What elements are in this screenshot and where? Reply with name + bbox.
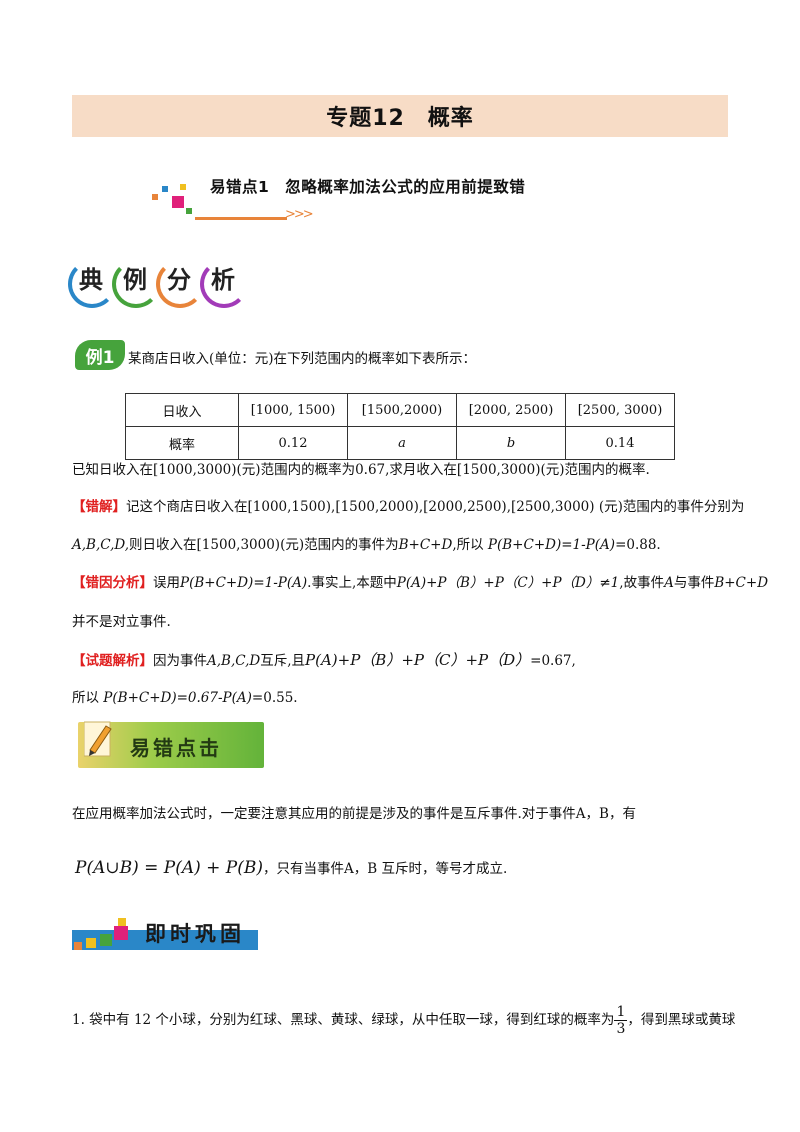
error-analysis-label: 【错因分析】 bbox=[72, 575, 153, 591]
table-row: 日收入 [1000, 1500) [1500,2000) [2000, 2500… bbox=[125, 393, 675, 427]
tip-formula-row: P(A∪B) = P(A) + P(B)，只有当事件A，B 互斥时，等号才成立. bbox=[75, 858, 507, 879]
table-cell: [1000, 1500) bbox=[238, 393, 348, 427]
math-text: P(B+C+D)=0.67-P(A) bbox=[103, 690, 252, 706]
example-question: 已知日收入在[1000,3000)(元)范围内的概率为0.67,求月收入在[15… bbox=[72, 462, 650, 478]
question-1: 1. 袋中有 12 个小球，分别为红球、黑球、黄球、绿球，从中任取一球，得到红球… bbox=[72, 1002, 735, 1038]
table-cell: 概率 bbox=[125, 426, 239, 460]
analysis-badges: 典 例 分 析 bbox=[68, 258, 248, 308]
wrong-solution-line2: A,B,C,D,则日收入在[1500,3000)(元)范围内的事件为B+C+D,… bbox=[72, 535, 661, 555]
table-cell: [1500,2000) bbox=[347, 393, 457, 427]
math-text: B+C+D bbox=[398, 537, 453, 553]
decor-square-icon bbox=[152, 194, 158, 200]
decor-square-icon bbox=[186, 208, 192, 214]
table-cell: a bbox=[347, 426, 457, 460]
fraction-numerator: 1 bbox=[614, 1004, 628, 1021]
decor-square-icon bbox=[114, 926, 128, 940]
example-intro: 某商店日收入(单位：元)在下列范围内的概率如下表所示： bbox=[128, 351, 477, 367]
section-title: 易错点1 忽略概率加法公式的应用前提致错 bbox=[210, 178, 526, 196]
plain-text: ,所以 bbox=[452, 537, 484, 553]
plain-text: 则日收入在[1500,3000)(元)范围内的事件为 bbox=[129, 537, 399, 553]
plain-text: 误用 bbox=[153, 575, 180, 591]
table-cell: 日收入 bbox=[125, 393, 239, 427]
plain-text: =0.55. bbox=[251, 690, 298, 706]
math-text: P(A)+P（B）+P（C）+P（D） bbox=[305, 651, 531, 669]
consolidate-title: 即时巩固 bbox=[145, 922, 245, 946]
badge-char: 析 bbox=[200, 258, 248, 308]
math-text: A bbox=[664, 575, 674, 591]
table-cell-value: b bbox=[506, 435, 516, 451]
decor-square-icon bbox=[162, 186, 168, 192]
wrong-solution-text: 记这个商店日收入在[1000,1500),[1500,2000),[2000,2… bbox=[126, 499, 745, 515]
decor-square-icon bbox=[86, 938, 96, 948]
badge-char: 例 bbox=[112, 258, 160, 308]
mistake-tip-title: 易错点击 bbox=[130, 736, 222, 760]
error-analysis-line1: 【错因分析】误用P(B+C+D)=1-P(A).事实上,本题中P(A)+P（B）… bbox=[72, 573, 768, 593]
table-cell: 0.14 bbox=[565, 426, 675, 460]
example-badge: 例1 bbox=[75, 340, 125, 370]
section-header bbox=[150, 168, 610, 230]
table-row: 概率 0.12 a b 0.14 bbox=[125, 426, 675, 460]
plain-text: ,故事件 bbox=[619, 575, 665, 591]
solution-line1: 【试题解析】因为事件A,B,C,D互斥,且P(A)+P（B）+P（C）+P（D）… bbox=[72, 650, 576, 671]
plain-text: 与事件 bbox=[673, 575, 715, 591]
arrow-heads-icon: >>> bbox=[285, 207, 314, 222]
pencil-icon bbox=[84, 721, 112, 757]
table-cell: [2500, 3000) bbox=[565, 393, 675, 427]
tip-formula: P(A∪B) = P(A) + P(B) bbox=[75, 858, 263, 878]
tip-line1: 在应用概率加法公式时，一定要注意其应用的前提是涉及的事件是互斥事件.对于事件A，… bbox=[72, 806, 636, 822]
solution-label: 【试题解析】 bbox=[72, 653, 153, 669]
tip-line2: ，只有当事件A，B 互斥时，等号才成立. bbox=[263, 861, 508, 877]
plain-text: 所以 bbox=[72, 690, 99, 706]
math-text: P(B+C+D)=1-P(A) bbox=[180, 575, 308, 591]
page-title: 专题12 概率 bbox=[72, 95, 728, 137]
table-cell: [2000, 2500) bbox=[456, 393, 566, 427]
plain-text: 互斥,且 bbox=[260, 653, 306, 669]
decor-square-icon bbox=[74, 942, 82, 950]
badge-char: 典 bbox=[68, 258, 116, 308]
plain-text: 因为事件 bbox=[153, 653, 207, 669]
wrong-solution-line1: 【错解】记这个商店日收入在[1000,1500),[1500,2000),[20… bbox=[72, 497, 744, 517]
probability-table: 日收入 [1000, 1500) [1500,2000) [2000, 2500… bbox=[125, 393, 675, 460]
plain-text: .事实上,本题中 bbox=[307, 575, 397, 591]
math-text: A,B,C,D bbox=[207, 653, 261, 669]
plain-text: =0.67, bbox=[530, 653, 576, 669]
badge-char: 分 bbox=[156, 258, 204, 308]
table-cell: b bbox=[456, 426, 566, 460]
arrow-line-icon bbox=[195, 217, 287, 220]
plain-text: ，得到黑球或黄球 bbox=[627, 1012, 736, 1028]
math-text: A,B,C,D, bbox=[72, 537, 130, 553]
decor-square-icon bbox=[100, 934, 112, 946]
math-text: B+C+D bbox=[714, 575, 769, 591]
wrong-solution-label: 【错解】 bbox=[72, 499, 126, 515]
table-cell: 0.12 bbox=[238, 426, 348, 460]
decor-square-icon bbox=[118, 918, 126, 926]
math-text: P(A)+P（B）+P（C）+P（D）≠1 bbox=[396, 575, 620, 591]
math-text: P(B+C+D)=1-P(A) bbox=[487, 537, 616, 553]
decor-square-icon bbox=[172, 196, 184, 208]
table-cell-value: a bbox=[398, 435, 406, 451]
decor-square-icon bbox=[180, 184, 186, 190]
fraction-denominator: 3 bbox=[616, 1021, 626, 1037]
solution-line2: 所以 P(B+C+D)=0.67-P(A)=0.55. bbox=[72, 688, 298, 708]
plain-text: 1. 袋中有 12 个小球，分别为红球、黑球、黄球、绿球，从中任取一球，得到红球… bbox=[72, 1012, 615, 1028]
plain-text: =0.88. bbox=[615, 537, 661, 553]
error-analysis-line2: 并不是对立事件. bbox=[72, 614, 171, 630]
